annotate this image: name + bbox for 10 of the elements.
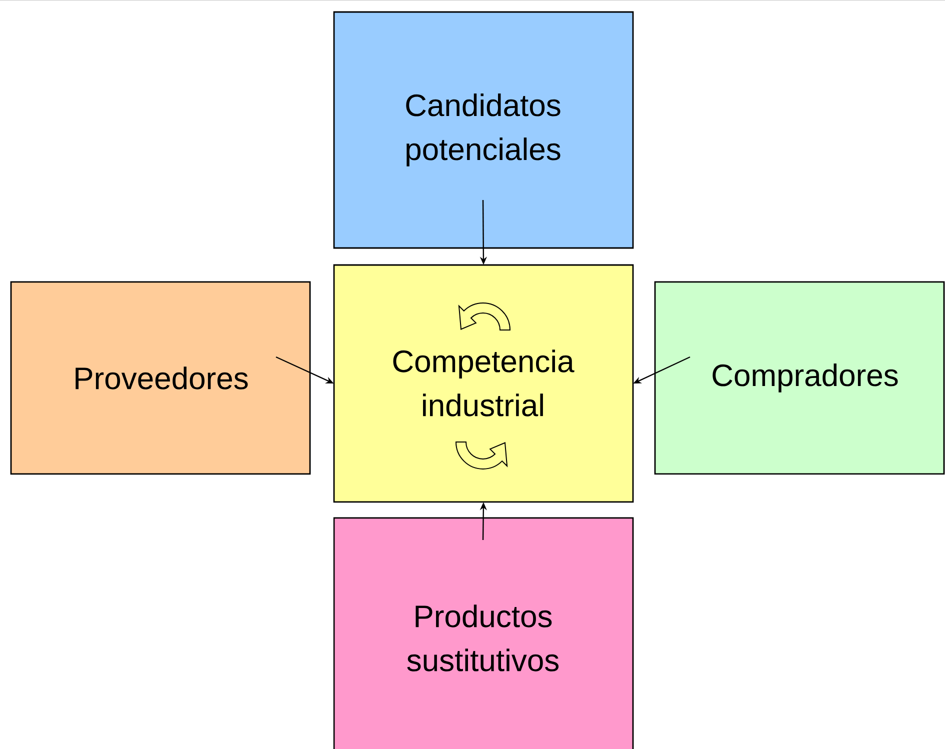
box bbox=[333, 264, 634, 503]
box-label: Compradores bbox=[712, 364, 898, 392]
box-label: Candidatos potenciales bbox=[406, 94, 560, 166]
box-label: Productos sustitutivos bbox=[407, 604, 559, 672]
box-label: Competencia industrial bbox=[393, 350, 574, 416]
box bbox=[333, 11, 634, 249]
box bbox=[333, 517, 634, 749]
box bbox=[654, 281, 945, 475]
box-label: Proveedores bbox=[76, 366, 248, 390]
box bbox=[10, 281, 311, 475]
